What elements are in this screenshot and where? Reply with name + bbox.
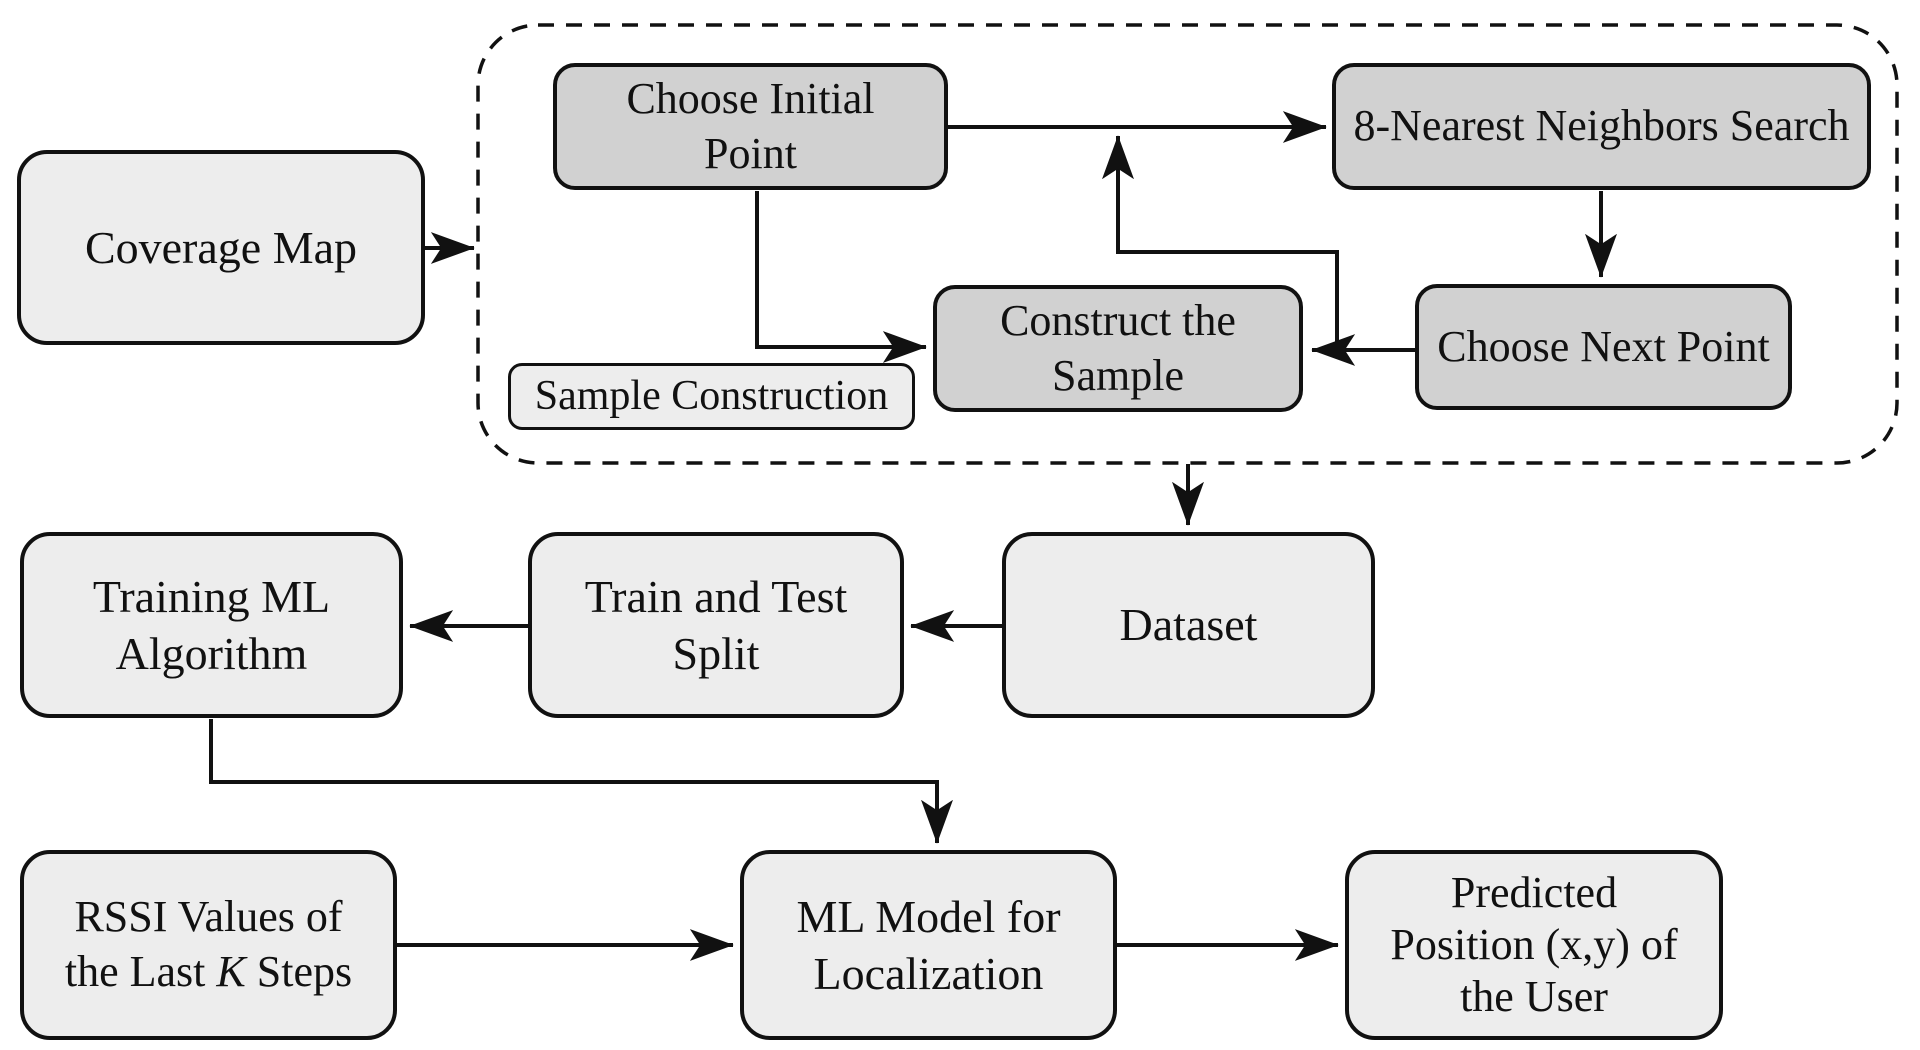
node-choose-next-point-label: Choose Next Point [1437,321,1770,371]
node-training-ml-algorithm-label: Training ML Algorithm [92,570,331,679]
node-training-ml-algorithm: Training ML Algorithm [20,532,403,718]
node-predicted-position-label: Predicted Position (x,y) of the User [1390,868,1678,1021]
node-construct-the-sample-label: Construct the Sample [1000,295,1236,400]
sample-construction-group-outline [476,23,1899,465]
node-ml-model-for-localization-label: ML Model for Localization [796,890,1061,999]
node-rssi-values-label: RSSI Values of the Last K Steps [65,890,352,999]
node-dataset: Dataset [1002,532,1375,718]
node-predicted-position: Predicted Position (x,y) of the User [1345,850,1723,1040]
node-ml-model-for-localization: ML Model for Localization [740,850,1117,1040]
node-dataset-label: Dataset [1119,599,1258,651]
node-choose-initial-point-label: Choose Initial Point [626,73,875,178]
arrow-training-ml-to-ml-model [209,719,953,844]
node-rssi-values-last-k-steps: RSSI Values of the Last K Steps [20,850,397,1040]
node-train-and-test-split: Train and Test Split [528,532,904,718]
rssi-label-part2: Steps [245,947,353,996]
node-choose-next-point: Choose Next Point [1415,284,1792,410]
node-construct-the-sample: Construct the Sample [933,285,1303,412]
group-label-sample-construction-text: Sample Construction [534,373,889,420]
node-coverage-map: Coverage Map [17,150,425,345]
node-coverage-map-label: Coverage Map [84,221,358,273]
node-8-nearest-neighbors-search-label: 8-Nearest Neighbors Search [1353,101,1850,151]
group-label-sample-construction: Sample Construction [508,363,915,430]
node-8-nearest-neighbors-search: 8-Nearest Neighbors Search [1332,63,1871,190]
arrow-choose-initial-to-construct-sample [755,191,927,363]
node-choose-initial-point: Choose Initial Point [553,63,948,190]
node-train-and-test-split-label: Train and Test Split [584,570,848,679]
arrow-loop-feedback-to-search [1102,135,1339,349]
rssi-label-part1: RSSI Values of the Last [64,892,343,996]
rssi-label-k-italic: K [216,947,246,996]
